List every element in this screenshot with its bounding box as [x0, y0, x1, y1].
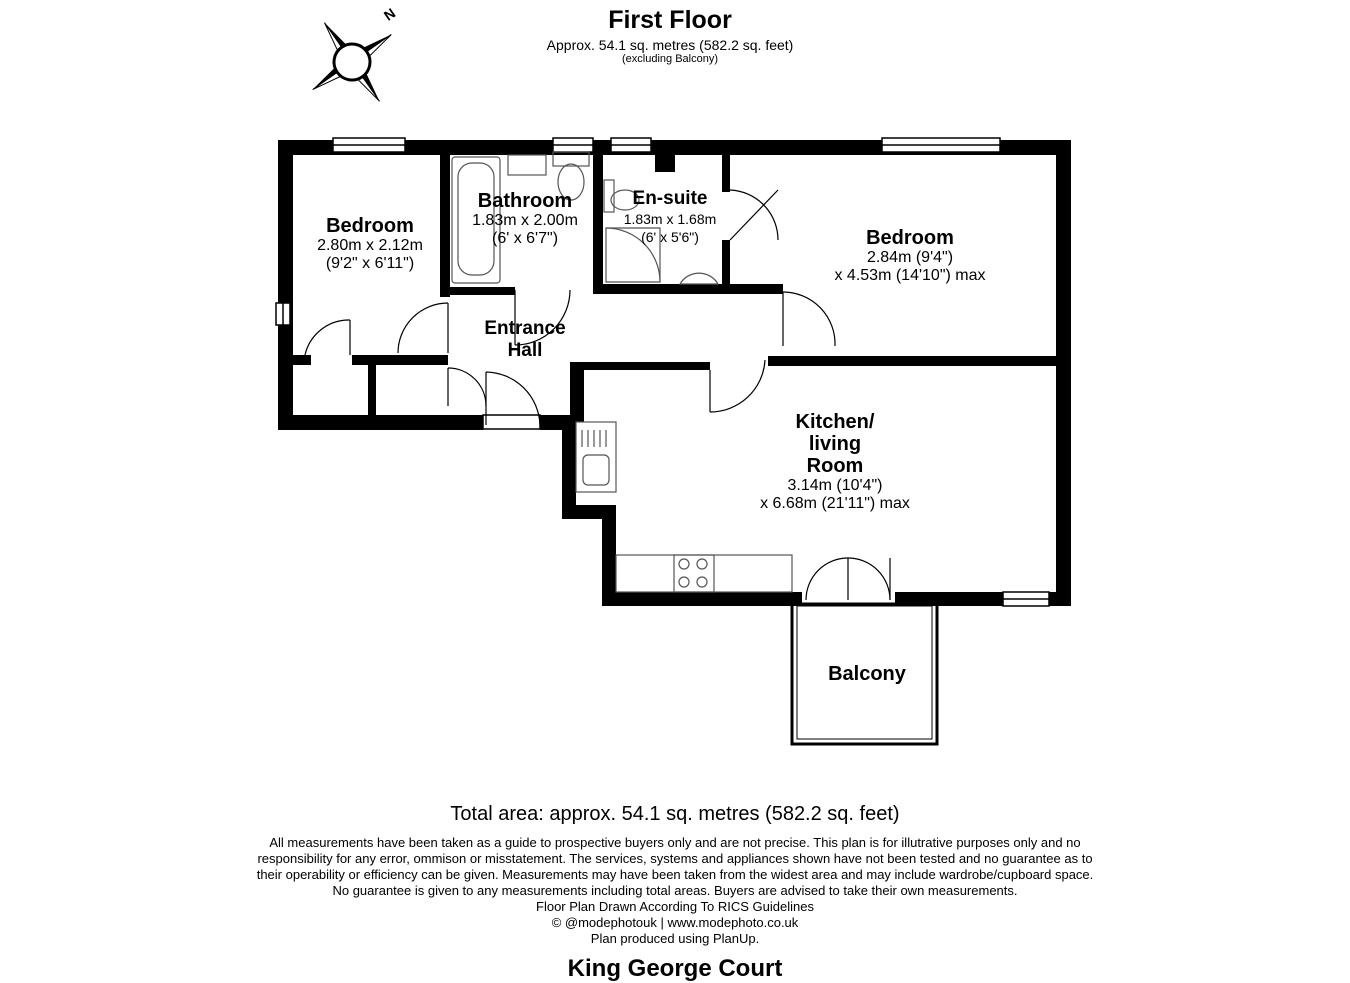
- room-name-line3: Room: [806, 455, 864, 477]
- room-name: En-suite: [632, 188, 708, 209]
- floor-area-note: (excluding Balcony): [622, 53, 718, 65]
- room-name: Bathroom: [477, 190, 573, 212]
- basin-icon: [507, 154, 547, 176]
- room-name-line2: living: [808, 433, 862, 455]
- room-label-bathroom: Bathroom 1.83m x 2.00m (6' x 6'7"): [455, 190, 595, 248]
- room-label-balcony: Balcony: [797, 663, 937, 685]
- hob-icon: [673, 554, 715, 593]
- room-label-bedroom-right: Bedroom 2.84m (9'4") x 4.53m (14'10") ma…: [800, 227, 1020, 285]
- room-dimensions-imperial: (9'2" x 6'11"): [325, 255, 415, 272]
- rics-note: Floor Plan Drawn According To RICS Guide…: [536, 899, 814, 914]
- room-dimensions-metric: 3.14m (10'4"): [787, 477, 883, 494]
- fixtures: [451, 151, 793, 593]
- doors: [304, 189, 891, 601]
- room-name-line1: Entrance: [484, 318, 566, 339]
- toilet-icon: [610, 189, 640, 211]
- room-dimensions-metric: 1.83m x 2.00m: [472, 212, 578, 229]
- room-label-entrance-hall: Entrance Hall: [465, 318, 585, 362]
- room-name-line1: Kitchen/: [795, 411, 875, 433]
- sink-icon: [575, 421, 617, 493]
- floor-title: First Floor: [608, 6, 732, 34]
- room-name-line2: Hall: [507, 340, 543, 361]
- front-door-opening: [482, 414, 541, 430]
- disclaimer-line: their operability or efficiency can be g…: [256, 867, 1094, 882]
- room-dimensions-imperial: x 4.53m (14'10") max: [834, 267, 986, 284]
- room-label-ensuite: En-suite 1.83m x 1.68m (6' x 5'6"): [605, 188, 735, 246]
- walls: [278, 140, 1071, 606]
- copyright-line: © @modephotouk | www.modephoto.co.uk: [551, 915, 799, 930]
- disclaimer-line: All measurements have been taken as a gu…: [269, 835, 1081, 850]
- room-dimensions-imperial: x 6.68m (21'11") max: [760, 495, 910, 512]
- disclaimer: All measurements have been taken as a gu…: [225, 835, 1125, 947]
- room-dimensions-metric: 1.83m x 1.68m: [623, 211, 717, 227]
- planup-credit: Plan produced using PlanUp.: [590, 931, 760, 946]
- basin-icon: [678, 272, 720, 285]
- bath-icon: [451, 156, 501, 284]
- room-dimensions-metric: 2.80m x 2.12m: [317, 237, 423, 254]
- room-dimensions-metric: 2.84m (9'4"): [866, 249, 954, 266]
- toilet-icon: [552, 151, 590, 167]
- compass-rose-icon: N: [312, 5, 398, 102]
- floor-area: Approx. 54.1 sq. metres (582.2 sq. feet): [546, 37, 794, 53]
- room-name: Balcony: [828, 663, 906, 685]
- room-dimensions-imperial: (6' x 5'6"): [641, 229, 699, 245]
- room-name: Bedroom: [866, 227, 954, 249]
- disclaimer-line: No guarantee is given to any measurement…: [332, 883, 1018, 898]
- windows: [275, 137, 1050, 607]
- room-label-kitchen: Kitchen/ living Room 3.14m (10'4") x 6.6…: [730, 411, 940, 513]
- property-name: King George Court: [567, 955, 783, 982]
- room-dimensions-imperial: (6' x 6'7"): [491, 230, 559, 247]
- room-label-bedroom-left: Bedroom 2.80m x 2.12m (9'2" x 6'11"): [300, 215, 440, 273]
- room-name: Bedroom: [326, 215, 414, 237]
- total-area: Total area: approx. 54.1 sq. metres (582…: [450, 803, 900, 825]
- compass-north-label: N: [381, 5, 398, 24]
- disclaimer-line: responsibility for any error, ommison or…: [257, 851, 1093, 866]
- balcony-outline: [790, 602, 939, 746]
